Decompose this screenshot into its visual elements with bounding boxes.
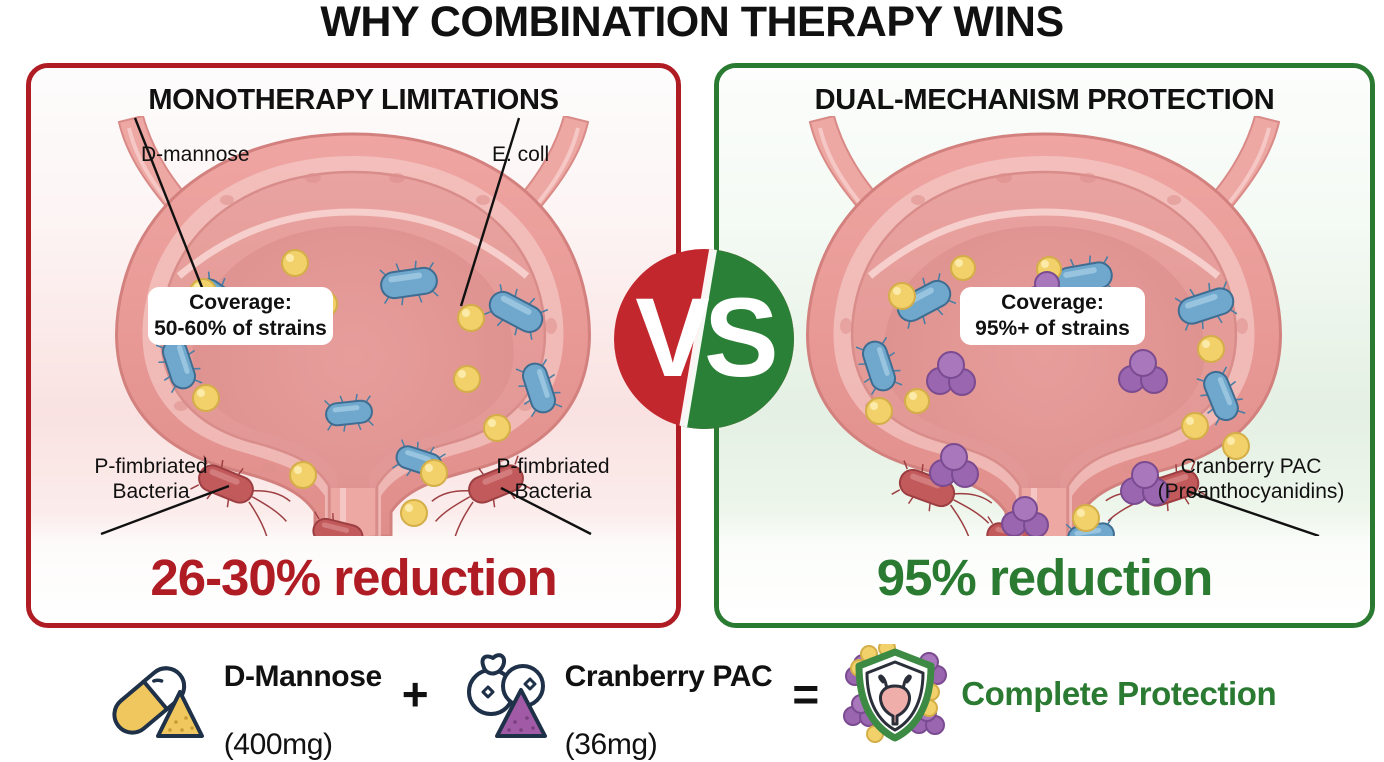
formula-operator-equals: = xyxy=(792,668,820,720)
leader-line-pfimbriated-right xyxy=(500,486,592,536)
formula-dose-d-mannose: (400mg) xyxy=(223,728,333,761)
cranberry-pac-cluster xyxy=(1001,496,1049,536)
coverage-box-left: Coverage: 50-60% of strains xyxy=(148,287,333,345)
pfimbriated-red-group xyxy=(190,455,532,536)
formula-item-result: Complete Protection xyxy=(839,644,1277,744)
panel-header-dual-mechanism: DUAL-MECHANISM PROTECTION xyxy=(814,84,1275,116)
d-mannose-sphere xyxy=(1072,504,1100,532)
vs-badge: VS xyxy=(611,244,797,434)
formula-name-d-mannose: D-Mannose xyxy=(223,660,382,693)
d-mannose-sphere xyxy=(1222,432,1250,460)
coverage-value-left: 50-60% of strains xyxy=(154,317,327,340)
leader-line-pfimbriated-left xyxy=(100,484,230,536)
bladder-glyph xyxy=(879,684,912,726)
vs-badge-label: VS xyxy=(635,275,775,400)
formula-label-cranberry-pac: Cranberry PAC (36mg) xyxy=(565,626,773,762)
pfimbriated-red xyxy=(431,455,532,536)
ecoli-blue xyxy=(855,336,903,396)
annotation-d-mannose: D-mannose xyxy=(141,143,250,166)
formula-result-label: Complete Protection xyxy=(961,675,1277,712)
leader-line-ecoli xyxy=(459,117,521,307)
leader-lines-left xyxy=(100,117,592,536)
pfimbriated-red xyxy=(190,455,291,536)
annotation-cranberry-pac: Cranberry PAC (Proanthocyanidins) xyxy=(1157,455,1345,503)
panel-header-monotherapy: MONOTHERAPY LIMITATIONS xyxy=(148,84,559,116)
d-mannose-sphere xyxy=(192,384,220,412)
ecoli-blue xyxy=(515,358,563,418)
ecoli-blue xyxy=(155,334,203,394)
leader-line-d-mannose xyxy=(133,117,205,291)
result-monotherapy: 26-30% reduction xyxy=(150,549,557,606)
cranberry-pac-cluster xyxy=(926,351,976,396)
coverage-title-left: Coverage: xyxy=(189,291,292,314)
ecoli-blue xyxy=(379,260,439,306)
d-mannose-sphere xyxy=(904,388,930,414)
panel-monotherapy: MONOTHERAPY LIMITATIONS xyxy=(26,63,681,628)
d-mannose-sphere xyxy=(1181,412,1209,440)
leader-line-cranberry-pac xyxy=(1186,489,1320,536)
pfimbriated-red xyxy=(891,460,993,536)
annotation-ecoli: E. coll xyxy=(492,143,550,166)
wall-speckles xyxy=(149,173,557,473)
coverage-value-right: 95%+ of strains xyxy=(975,317,1130,340)
d-mannose-sphere xyxy=(281,249,309,277)
coverage-title-right: Coverage: xyxy=(1001,291,1104,314)
ecoli-blue xyxy=(891,273,957,329)
bladder-svg-left xyxy=(100,116,592,536)
d-mannose-sphere xyxy=(483,414,511,442)
d-mannose-sphere xyxy=(453,365,481,393)
d-mannose-sphere xyxy=(457,304,485,332)
coverage-box-right: Coverage: 95%+ of strains xyxy=(960,287,1145,345)
ecoli-blue xyxy=(1196,366,1246,426)
pfimbriated-red xyxy=(312,511,398,536)
annotation-pfimbriated-left: P-fimbriated Bacteria xyxy=(94,455,208,503)
bladder-illustration-left xyxy=(31,116,676,536)
formula-item-d-mannose: D-Mannose (400mg) xyxy=(108,626,382,762)
panel-dual-mechanism: DUAL-MECHANISM PROTECTION xyxy=(714,63,1375,628)
d-mannose-sphere xyxy=(865,397,893,425)
vs-badge-svg: VS xyxy=(614,249,794,429)
formula-bar: D-Mannose (400mg) + xyxy=(0,636,1384,761)
annotation-pfimbriated-right: P-fimbriated Bacteria xyxy=(496,455,610,503)
shield-bladder-icon xyxy=(843,644,948,743)
formula-dose-cranberry-pac: (36mg) xyxy=(564,728,658,761)
cranberry-pac-cluster xyxy=(929,443,979,488)
formula-item-cranberry-pac: Cranberry PAC (36mg) xyxy=(449,626,773,762)
formula-label-d-mannose: D-Mannose (400mg) xyxy=(224,626,382,762)
d-mannose-sphere xyxy=(888,282,916,310)
leader-lines-right xyxy=(1186,489,1320,536)
d-mannose-sphere xyxy=(950,255,976,281)
ecoli-blue xyxy=(483,284,549,340)
berry-icon xyxy=(466,653,547,738)
formula-name-cranberry-pac: Cranberry PAC xyxy=(564,660,773,693)
d-mannose-sphere xyxy=(420,459,448,487)
formula-operator-plus: + xyxy=(401,668,429,720)
cranberry-pac-cluster xyxy=(1118,349,1168,394)
cranberry-pac-cluster xyxy=(1120,461,1170,506)
page-title: WHY COMBINATION THERAPY WINS xyxy=(320,0,1064,46)
d-mannose-sphere xyxy=(289,461,317,489)
d-mannose-sphere xyxy=(400,499,428,527)
capsule-icon xyxy=(112,666,204,738)
ecoli-blue xyxy=(1174,281,1238,331)
ecoli-blue xyxy=(324,393,374,432)
d-mannose-sphere xyxy=(1197,335,1225,363)
vs-split-line xyxy=(677,249,719,429)
result-dual-mechanism: 95% reduction xyxy=(876,549,1214,606)
